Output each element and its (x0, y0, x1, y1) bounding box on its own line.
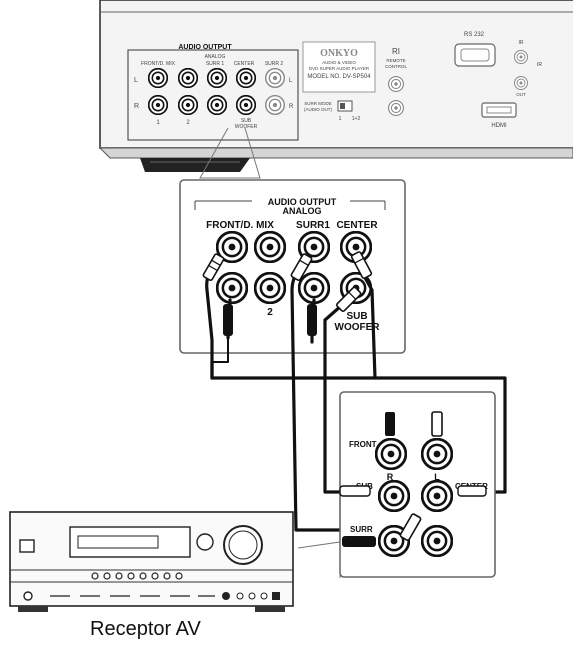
panel-surr1-label: SURR 1 (206, 61, 225, 67)
panel-surr2-label: SURR 2 (265, 61, 284, 67)
plug-front-l (202, 253, 225, 281)
audio-output-block (127, 49, 299, 141)
plug-front-r (223, 304, 233, 336)
panel-jack-surr2-r (265, 95, 285, 115)
receiver-selector (196, 533, 214, 551)
zoom-center-label: CENTER (336, 220, 378, 231)
plug-surr1-l (290, 253, 313, 281)
zoom-sub-label: SUB (346, 311, 367, 322)
zoom-jack-mix2-l (254, 231, 286, 263)
switch-mode-1: 1 (339, 116, 342, 122)
receiver-surr-label: SURR (350, 525, 373, 534)
model-line-1: AUDIO & VIDEO (322, 60, 356, 65)
hdmi-label: HDMI (491, 123, 507, 129)
ir-label: IR (519, 40, 524, 46)
panel-jack-front-l2 (178, 68, 198, 88)
panel-jack-surr1-l (207, 68, 227, 88)
zoom-woofer-label: WOOFER (335, 322, 381, 333)
switch-mode-1p2: 1+2 (352, 116, 361, 122)
receiver-l-label: L (434, 472, 440, 482)
plug-center (350, 251, 373, 280)
plug-receiver-front-l (431, 411, 443, 437)
dvd-player: AUDIO OUTPUT FRONT/D. MIX ANALOG SURR 1 … (98, 0, 573, 172)
panel-col-1: 1 (156, 120, 160, 126)
surr-mode-label: SURR MODE (304, 101, 332, 106)
ir-jack-2 (514, 76, 528, 90)
remote-label: REMOTE (386, 58, 405, 63)
plug-surr1-r (307, 304, 317, 336)
receiver-jack-front-r (375, 438, 407, 470)
panel-jack-front-l (148, 68, 168, 88)
ir-out-label: OUT (516, 92, 526, 97)
ri-jack-2 (388, 100, 404, 116)
receiver-callout (297, 541, 341, 578)
zoom-col2-label: 2 (267, 307, 273, 318)
receiver-volume-knob (223, 525, 263, 565)
panel-jack-front-r2 (178, 95, 198, 115)
plug-receiver-surr-l (399, 513, 422, 541)
receiver-caption: Receptor AV (90, 618, 201, 640)
zoom-analog-label: ANALOG (283, 206, 322, 216)
model-line-2: DVD SUPER AUDIO PLAYER (309, 66, 370, 71)
zoom-jack-mix2-r (254, 272, 286, 304)
zoom-surr1-label: SURR1 (296, 220, 330, 231)
receiver-headphone-jack (23, 591, 33, 601)
zoom-panel: AUDIO OUTPUT ANALOG FRONT/D. MIX SURR1 C… (179, 179, 406, 354)
panel-jack-subwoofer (236, 95, 256, 115)
panel-analog-label: ANALOG (205, 54, 226, 60)
panel-row-r-2: R (289, 104, 294, 110)
receiver-foot-left (18, 606, 48, 612)
panel-jack-surr2-l (265, 68, 285, 88)
ir-label-2: IR (537, 62, 542, 68)
receiver-foot-right (255, 606, 285, 612)
brand-logo: ONKYO (320, 48, 358, 59)
panel-jack-surr1-r (207, 95, 227, 115)
panel-row-r: R (134, 103, 139, 110)
rs232-label: RS 232 (464, 32, 485, 38)
panel-sub-label: SUB (241, 118, 252, 124)
player-foot-left (140, 158, 250, 172)
plug-receiver-surr-r (342, 536, 376, 547)
panel-row-l-2: L (289, 78, 293, 84)
model-number: MODEL NO. DV-SP504 (307, 74, 371, 80)
plug-receiver-sub (339, 485, 371, 497)
av-receiver (9, 511, 294, 612)
receiver-jack-sub (378, 480, 410, 512)
ir-jack-1 (514, 50, 528, 64)
panel-woofer-label: WOOFER (235, 124, 258, 130)
ri-jack-1 (388, 76, 404, 92)
receiver-bottom-controls (222, 592, 280, 600)
receiver-jack-front-l (421, 438, 453, 470)
plug-receiver-center (457, 485, 487, 497)
zoom-jack-front-r (216, 272, 248, 304)
receiver-power-button (19, 539, 35, 553)
rca-plugs (202, 251, 373, 336)
plug-subwoofer (336, 286, 362, 312)
zoom-callout (199, 127, 261, 179)
panel-row-l: L (134, 77, 138, 84)
receiver-jack-center (421, 480, 453, 512)
receiver-input-panel: FRONT R L SUB CENTER SURR (339, 391, 496, 578)
zoom-front-mix-label: FRONT/D. MIX (206, 220, 274, 231)
receiver-jack-surr-l (421, 525, 453, 557)
receiver-r-label: R (387, 472, 394, 482)
model-plate (302, 41, 376, 93)
panel-audio-output-label: AUDIO OUTPUT (178, 44, 232, 51)
panel-col-2: 2 (186, 120, 190, 126)
receiver-front-label: FRONT (349, 440, 377, 449)
panel-jack-center (236, 68, 256, 88)
panel-center-label: CENTER (234, 61, 255, 67)
panel-jack-front-r (148, 95, 168, 115)
panel-front-mix-label: FRONT/D. MIX (141, 61, 176, 67)
plug-receiver-front-r (385, 412, 395, 436)
receiver-button-row (91, 572, 183, 580)
audio-out-label: (AUDIO OUT) (304, 107, 332, 112)
ri-label: RI (392, 47, 400, 56)
control-label: CONTROL (385, 64, 407, 69)
zoom-audio-output-label: AUDIO OUTPUT (268, 197, 337, 207)
